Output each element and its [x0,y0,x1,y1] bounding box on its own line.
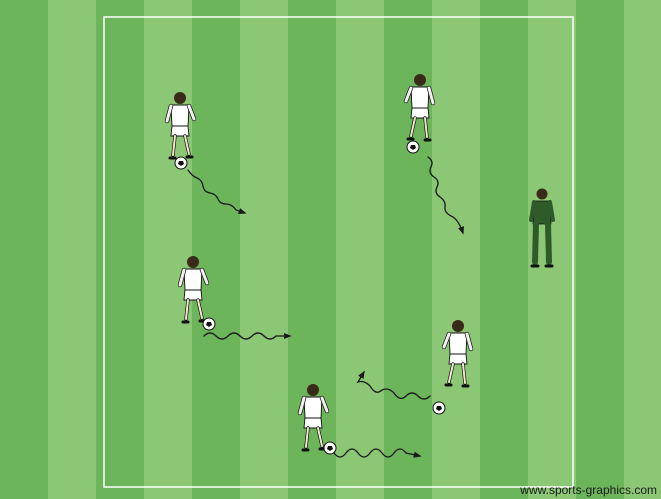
grass-stripe [576,0,624,499]
grass-stripe [192,0,240,499]
soccer-ball-icon [433,402,445,414]
grass-stripe [432,0,480,499]
soccer-ball-icon [407,141,419,153]
grass-stripe [144,0,192,499]
grass-stripe [240,0,288,499]
grass-stripe [624,0,661,499]
grass-stripe [96,0,144,499]
grass-stripe [336,0,384,499]
soccer-ball-icon [324,442,336,454]
grass-stripe [384,0,432,499]
grass-stripe [480,0,528,499]
soccer-ball-icon [175,157,187,169]
watermark: www.sports-graphics.com [520,483,657,497]
soccer-ball-icon [203,318,215,330]
grass-stripe [0,0,48,499]
grass-stripe [48,0,96,499]
